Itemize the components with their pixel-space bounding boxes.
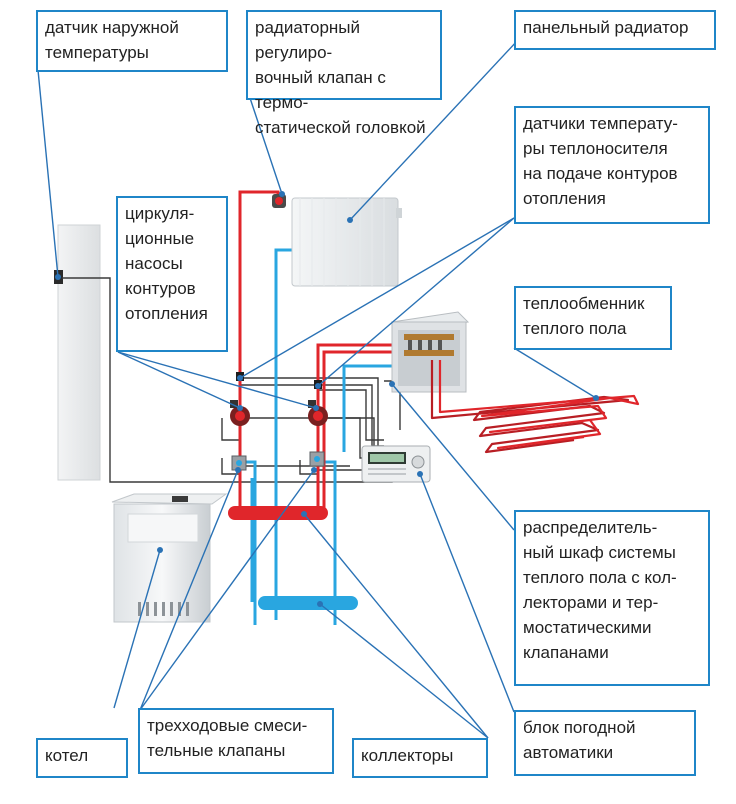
label-boiler: котел (36, 738, 128, 778)
label-circulation-pumps: циркуля- ционные насосы контуров отоплен… (116, 196, 228, 352)
label-outdoor-sensor: датчик наружной температуры (36, 10, 228, 72)
thermostatic-head-icon (272, 194, 286, 208)
return-collector (258, 596, 358, 610)
label-panel-radiator: панельный радиатор (514, 10, 716, 50)
boiler-icon (111, 493, 228, 623)
supply-collector (228, 506, 328, 520)
mixing-valve-icon (309, 451, 325, 467)
control-wires (62, 277, 401, 483)
floor-heat-exchanger-icon (430, 360, 640, 454)
wall (54, 224, 101, 481)
label-distribution-cabinet: распределитель- ный шкаф системы теплого… (514, 510, 710, 686)
label-coolant-sensors: датчики температу- ры теплоносителя на п… (514, 106, 710, 224)
label-collectors: коллекторы (352, 738, 488, 778)
label-heat-exchanger: теплообменник теплого пола (514, 286, 672, 350)
label-radiator-valve: радиаторный регулиро- вочный клапан с те… (246, 10, 442, 137)
radiator-icon (291, 197, 402, 287)
manifold-cabinet-icon (390, 311, 470, 393)
leader-dots (55, 191, 599, 607)
controller-icon (361, 445, 431, 483)
leader-lines (37, 39, 597, 739)
label-mixing-valves: трехходовые смеси- тельные клапаны (138, 708, 334, 774)
label-weather-control: блок погодной автоматики (514, 710, 696, 776)
